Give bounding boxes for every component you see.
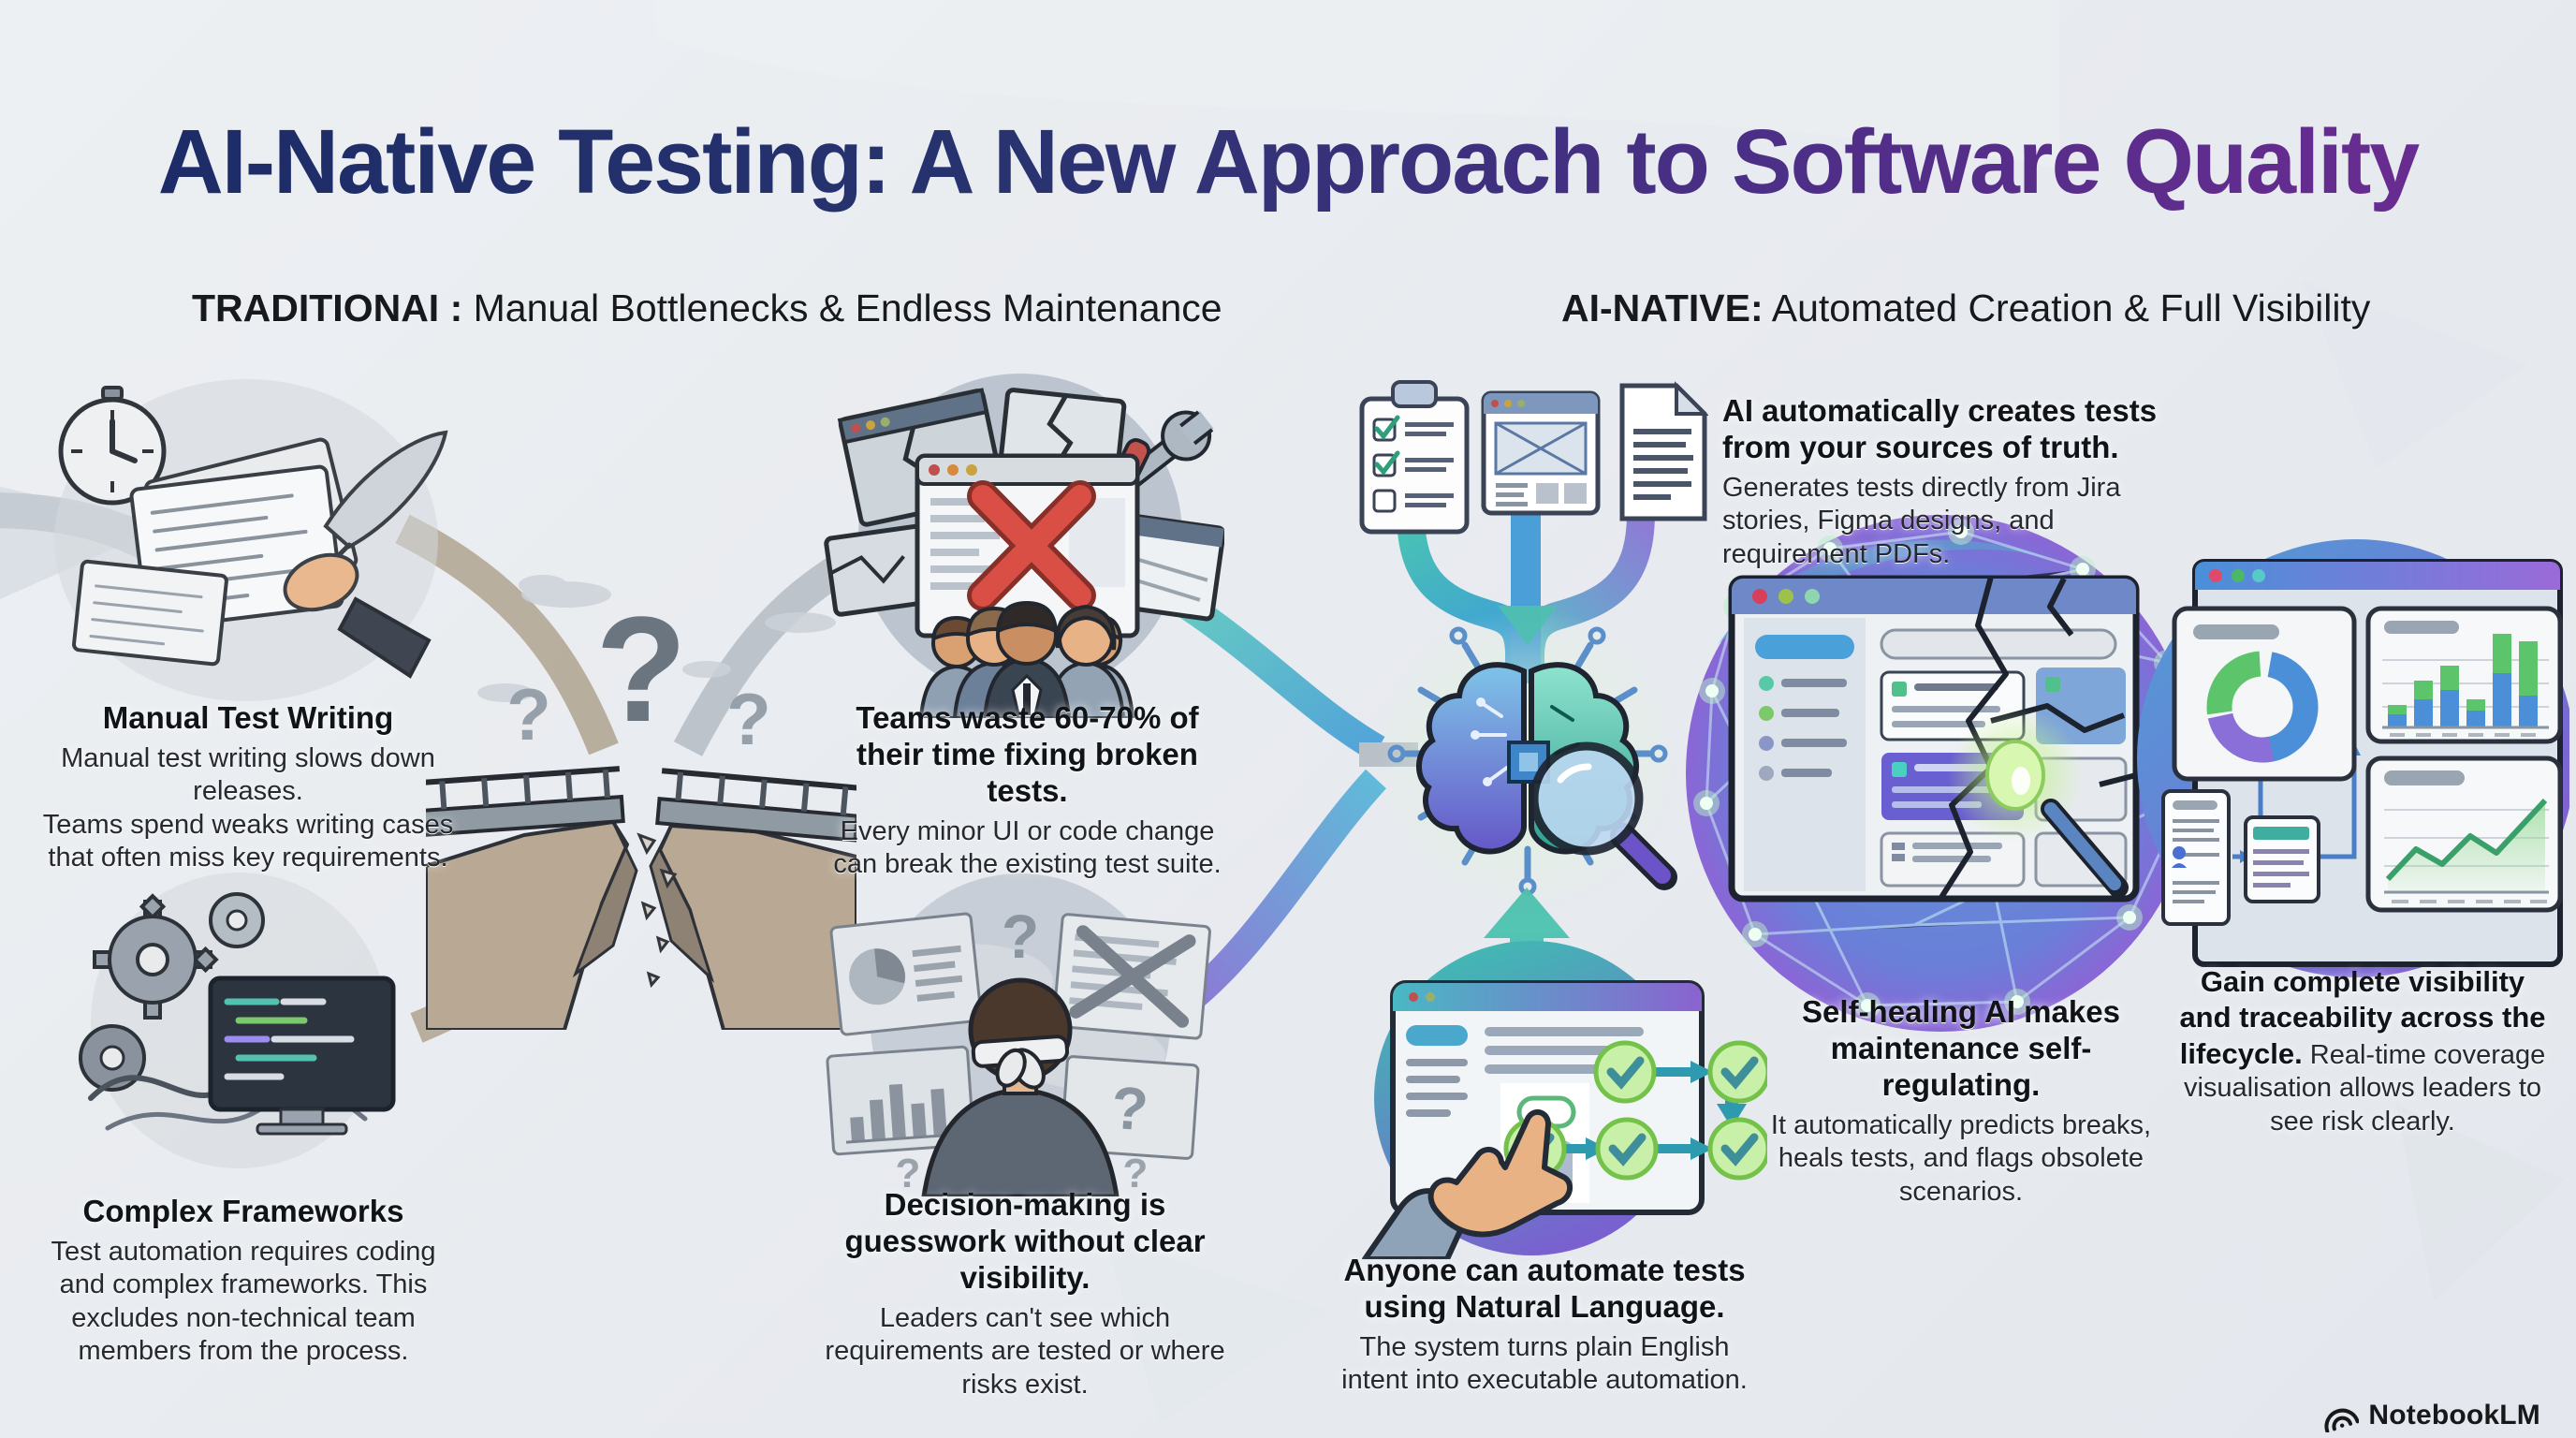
bar-chart-panel [826, 1045, 975, 1156]
crossed-report-panel [1052, 913, 1211, 1040]
broken-tests-card: Teams waste 60-70% of their time fixing … [819, 700, 1236, 882]
bar-chart-card [2365, 606, 2563, 744]
ai-native-section-heading: AI-NATIVE: Automated Creation & Full Vis… [1561, 286, 2370, 330]
broken-tests-illustration [824, 374, 1224, 718]
card-body: Test automation requires coding and comp… [51, 1236, 436, 1367]
gear-icon [79, 892, 265, 1092]
card-body: The system turns plain English intent in… [1341, 1331, 1748, 1396]
card-body: Every minor UI or code change can break … [833, 815, 1222, 880]
manual-writing-illustration [54, 379, 448, 701]
clipboard-icon [1359, 380, 1470, 535]
team-avatars [918, 600, 1135, 718]
card-heading: Complex Frameworks [82, 1194, 404, 1228]
magnifier-icon [1530, 741, 1677, 890]
traditional-tagline: Manual Bottlenecks & Endless Maintenance [462, 286, 1222, 330]
question-mark: ? [1109, 1074, 1150, 1144]
question-mark: ? [595, 585, 687, 753]
question-mark: ? [1002, 902, 1039, 971]
quill-hand-icon [283, 430, 448, 679]
card-heading: Teams waste 60-70% of their time fixing … [856, 700, 1199, 808]
natural-language-illustration [1362, 941, 1767, 1259]
error-window-icon [915, 453, 1140, 638]
doc-card-mid [2244, 815, 2320, 903]
card-heading: AI automatically creates tests from your… [1722, 393, 2158, 464]
document-icon [1619, 381, 1708, 521]
wireframe-icon [1481, 390, 1601, 516]
broken-bridge-illustration: ? ? ? [426, 575, 856, 1030]
clouds [477, 575, 836, 702]
notebooklm-watermark: NotebookLM [2321, 1399, 2540, 1432]
card-heading: Gain complete visibility and traceabilit… [2179, 965, 2546, 1070]
manual-test-writing-card: Manual Test Writing Manual test writing … [28, 700, 468, 874]
card-heading: Decision-making is guesswork without cle… [844, 1187, 1206, 1295]
card-heading: Anyone can automate tests using Natural … [1343, 1253, 1746, 1324]
falling-rocks [637, 832, 678, 989]
doc-card-left [2161, 789, 2231, 926]
natural-language-card: Anyone can automate tests using Natural … [1329, 1253, 1760, 1398]
card-body: Manual test writing slows down releases. [61, 742, 435, 807]
complex-frameworks-card: Complex Frameworks Test automation requi… [37, 1194, 449, 1368]
visibility-card: Gain complete visibility and traceabilit… [2174, 964, 2552, 1138]
notebooklm-wordmark: NotebookLM [2368, 1400, 2540, 1431]
code-monitor-icon [208, 976, 396, 1136]
ai-native-label: AI-NATIVE: [1561, 286, 1764, 330]
red-x-icon [967, 480, 1096, 611]
question-mark: ? [726, 678, 771, 760]
card-heading: Self-healing AI makes maintenance self-r… [1802, 994, 2120, 1102]
question-mark: ? [1123, 1151, 1149, 1196]
ai-brain-illustration [1376, 606, 1679, 910]
question-mark: ? [896, 1151, 921, 1196]
left-cliff [426, 766, 638, 1030]
pie-chart-panel [829, 912, 983, 1036]
pointing-hand-icon [1362, 1108, 1573, 1259]
blindfolded-person [921, 977, 1120, 1196]
clock-icon [58, 386, 167, 506]
notebooklm-logo-icon [2324, 1408, 2360, 1432]
card-body: Leaders can't see which requirements are… [825, 1302, 1225, 1400]
card-body: Generates tests directly from Jira stori… [1722, 472, 2121, 569]
stacked-bar-chart-icon [2388, 634, 2538, 727]
dashboard-window [2161, 559, 2563, 967]
line-chart-card [2365, 756, 2563, 913]
traditional-label: TRADITIONAI : [192, 286, 463, 330]
card-body: Real-time coverage visualisation allows … [2183, 1039, 2546, 1137]
card-heading: Manual Test Writing [102, 700, 394, 735]
question-mark: ? [506, 673, 551, 756]
complex-frameworks-illustration [79, 873, 396, 1168]
donut-chart-card [2172, 606, 2357, 782]
card-body: It automatically predicts breaks, heals … [1770, 1109, 2152, 1207]
page-title: AI-Native Testing: A New Approach to Sof… [0, 110, 2576, 214]
up-arrow-icon [1484, 888, 1570, 970]
card-body: Teams spend weaks writing cases that oft… [42, 809, 454, 873]
cracked-window-icon [1728, 575, 2140, 902]
decision-visibility-card: Decision-making is guesswork without cle… [814, 1187, 1236, 1401]
ai-creation-card: AI automatically creates tests from your… [1722, 393, 2181, 571]
line-chart-icon [2388, 800, 2545, 892]
dashboard-illustration [2137, 539, 2569, 977]
traditional-section-heading: TRADITIONAI : Manual Bottlenecks & Endle… [192, 286, 1222, 330]
right-cliff [649, 768, 856, 1030]
self-healing-illustration [1686, 515, 2201, 1032]
down-arrow-icon [1498, 606, 1558, 645]
self-healing-card: Self-healing AI makes maintenance self-r… [1760, 994, 2162, 1209]
ai-native-tagline: Automated Creation & Full Visibility [1763, 286, 2371, 330]
blindfold-illustration: ? ? ? ? [826, 873, 1211, 1196]
